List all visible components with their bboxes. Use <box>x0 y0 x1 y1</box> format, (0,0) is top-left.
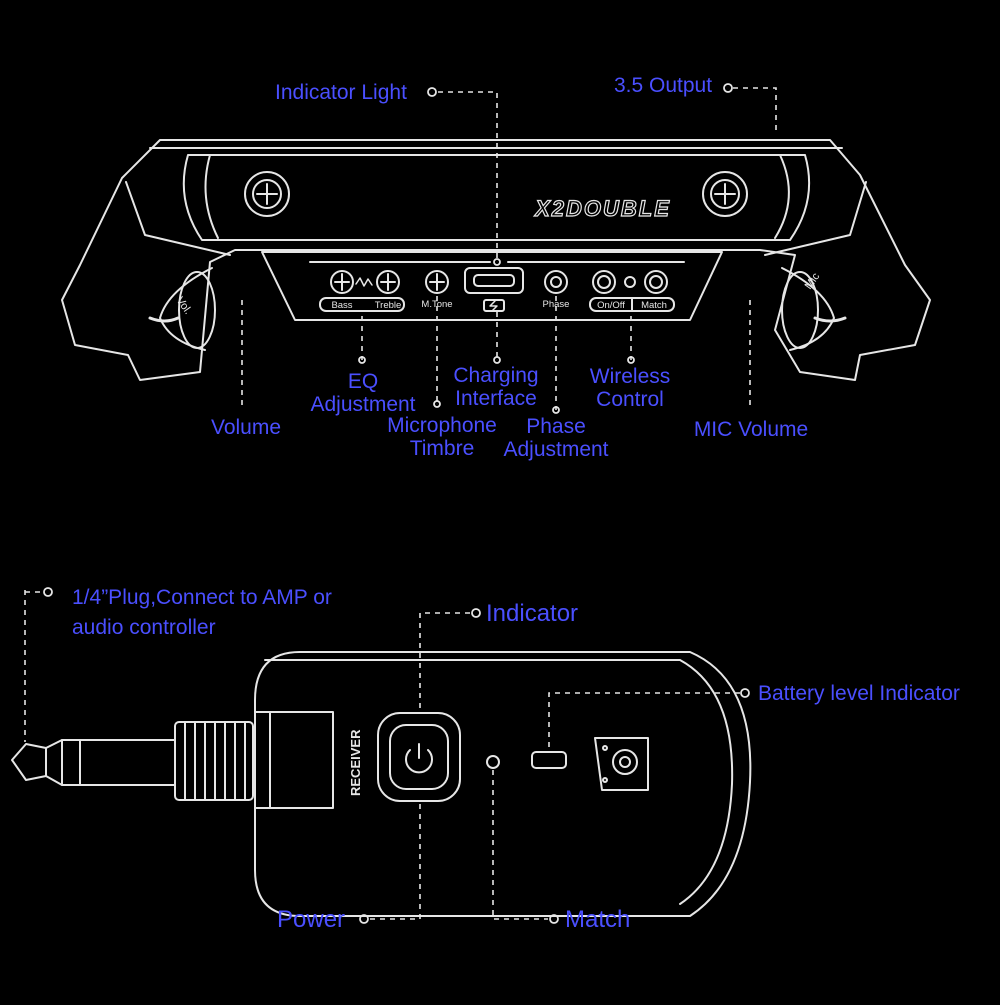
panel-phase-text: Phase <box>543 299 570 310</box>
battery-indicator-icon <box>531 751 567 769</box>
callout-mic-volume: MIC Volume <box>693 418 809 441</box>
callout-match: Match <box>565 906 631 933</box>
knob-vol-text: Vol. <box>174 295 194 317</box>
panel-onoff-text: On/Off <box>597 300 625 311</box>
callout-volume: Volume <box>210 416 282 439</box>
eq-knobs-icon <box>319 270 405 312</box>
screw-left-icon <box>244 171 290 217</box>
mtone-knob-icon <box>425 270 449 294</box>
callout-indicator: Indicator <box>486 600 579 627</box>
receiver-body <box>11 651 752 917</box>
phase-jack-icon <box>544 270 568 294</box>
charging-port-icon <box>464 267 524 312</box>
callout-output: 3.5 Output <box>614 74 713 97</box>
wireless-buttons-icon <box>589 270 675 312</box>
panel-treble-text: Treble <box>375 300 402 311</box>
screw-right-icon <box>702 171 748 217</box>
leader-dots <box>43 83 750 924</box>
mic-arrow-icon <box>813 316 847 323</box>
panel-bass-text: Bass <box>331 300 352 311</box>
leader-lines <box>24 87 777 920</box>
callout-phase: Phase Adjustment <box>503 415 609 461</box>
transmitter-body <box>61 139 931 381</box>
callout-battery: Battery level Indicator <box>758 682 960 705</box>
vol-arrow-icon <box>148 316 180 323</box>
callout-charging: Charging Interface <box>453 364 539 410</box>
match-hole-icon <box>486 755 500 769</box>
panel-match-text: Match <box>641 300 667 311</box>
callout-plug: 1/4”Plug,Connect to AMP or audio control… <box>72 586 332 639</box>
power-button-icon <box>377 712 461 802</box>
callout-indicator-light: Indicator Light <box>275 81 407 104</box>
callout-eq: EQ Adjustment <box>310 370 416 416</box>
callout-microphone: Microphone Timbre <box>387 414 497 460</box>
callout-wireless: Wireless Control <box>589 365 671 411</box>
output-socket-icon <box>594 737 649 791</box>
panel-mtone-text: M.Tone <box>421 299 452 310</box>
receiver-text: RECEIVER <box>348 729 363 796</box>
callout-power: Power <box>277 906 346 933</box>
brand-logo: X2DOUBLE <box>533 196 671 221</box>
